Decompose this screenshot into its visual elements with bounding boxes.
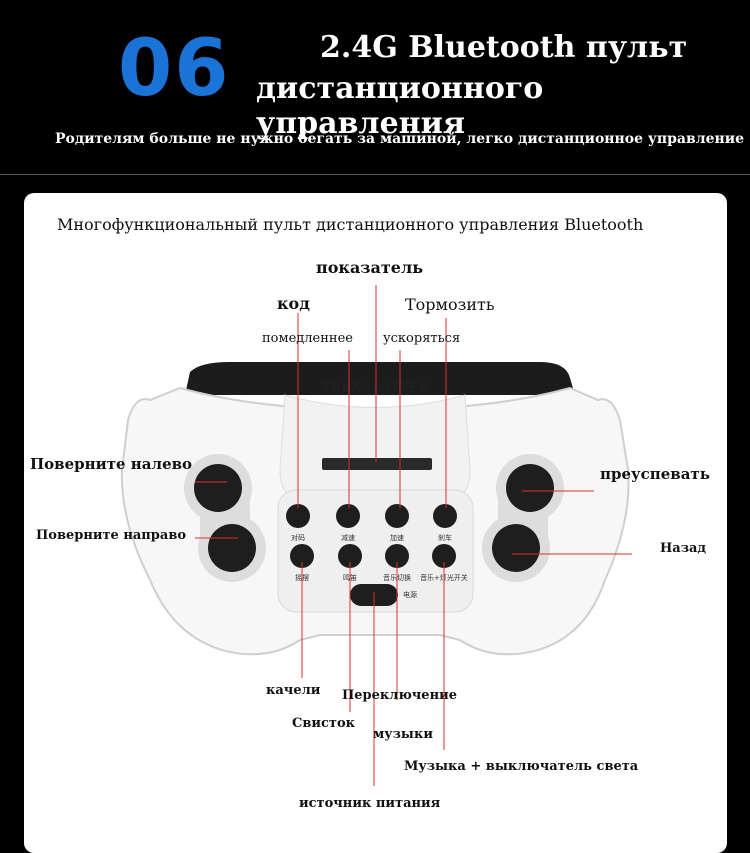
horn-button — [338, 544, 362, 568]
remote-top-band — [185, 362, 575, 395]
label-forward: преуспевать — [600, 465, 710, 483]
btn-label-2: 加速 — [390, 533, 404, 542]
turn-left-button — [194, 464, 242, 512]
label-turn-left: Поверните налево — [30, 455, 193, 473]
label-turn-right: Поверните направо — [36, 528, 187, 543]
label-back: Назад — [660, 541, 707, 556]
label-power: источник питания — [299, 796, 441, 811]
label-swing: качели — [266, 683, 321, 698]
label-whistle: Свисток — [292, 716, 356, 731]
turn-right-button — [208, 524, 256, 572]
header-subtitle: Родителям больше не нужно бегать за маши… — [55, 131, 745, 147]
remote-face — [279, 394, 471, 496]
button-panel — [277, 489, 474, 613]
divider — [0, 174, 750, 175]
indicator-light — [322, 458, 432, 470]
section-number: 06 — [118, 24, 231, 114]
label-brake: Тормозить — [405, 295, 495, 314]
label-code: код — [277, 294, 310, 313]
pair-button — [286, 504, 310, 528]
header-banner: 06 2.4G Bluetooth пульт дистанционного у… — [0, 0, 750, 175]
brake-button — [433, 504, 457, 528]
header-title-line1: 2.4G Bluetooth пульт — [320, 30, 688, 65]
card-title: Многофункциональный пульт дистанционного… — [57, 215, 644, 234]
label-faster: ускоряться — [383, 331, 461, 346]
music-button — [385, 544, 409, 568]
remote-brand: TRANSMITTER — [321, 381, 430, 396]
callout-lines — [195, 285, 632, 786]
label-music-light: Музыка + выключатель света — [404, 759, 639, 774]
back-button — [492, 524, 540, 572]
swing-button — [290, 544, 314, 568]
left-dpad — [184, 454, 266, 582]
music-light-button — [432, 544, 456, 568]
speed-button — [385, 504, 409, 528]
label-switch: Переключение — [342, 688, 458, 703]
forward-button — [506, 464, 554, 512]
btn-label-0: 对码 — [291, 533, 305, 542]
btn-label-3: 刹车 — [438, 533, 452, 542]
slow-button — [336, 504, 360, 528]
header-title-line2: дистанционного управления — [256, 71, 544, 141]
label-indicator: показатель — [316, 258, 424, 277]
right-dpad — [482, 454, 564, 582]
power-label: 电源 — [403, 590, 417, 599]
label-music: музыки — [373, 727, 433, 742]
btn-label-1: 减速 — [341, 533, 355, 542]
label-slower: помедленнее — [262, 331, 353, 346]
